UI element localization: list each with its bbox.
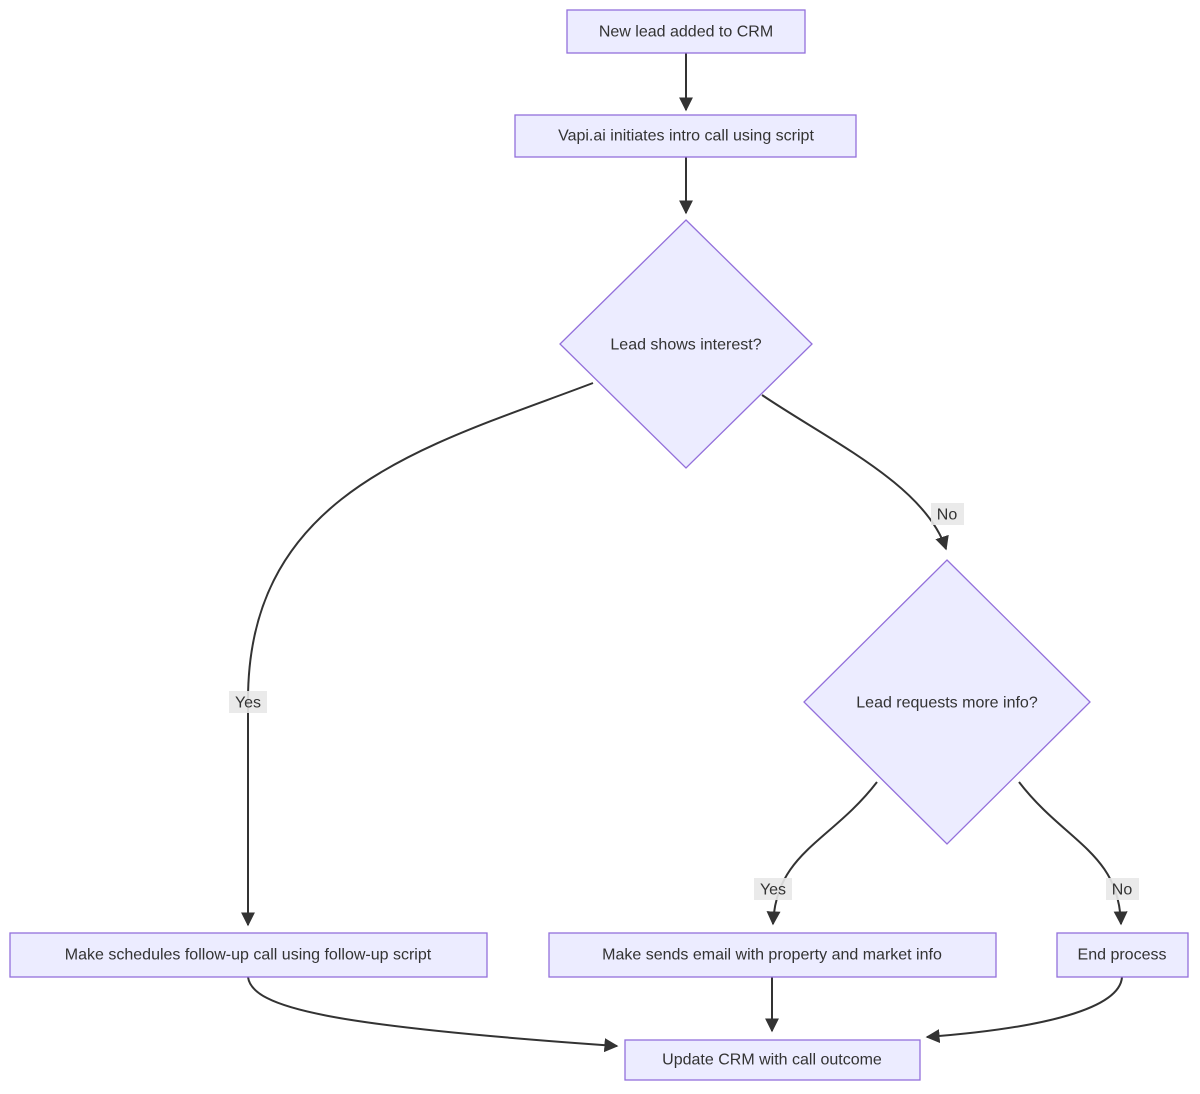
node-label: Make schedules follow-up call using foll… bbox=[65, 947, 432, 964]
node-send-email-info: Make sends email with property and marke… bbox=[548, 932, 997, 978]
node-update-crm-outcome: Update CRM with call outcome bbox=[624, 1039, 921, 1081]
edge-moreinfo-yes-to-email bbox=[766, 781, 878, 926]
edge-label-background bbox=[754, 878, 792, 900]
decision-diamond bbox=[803, 559, 1091, 845]
edge-label-layer: Yes No Yes No bbox=[229, 503, 1139, 900]
edge-label-interest-yes: Yes bbox=[229, 691, 267, 713]
edge-end-to-updatecrm bbox=[925, 976, 1123, 1044]
node-rect bbox=[1056, 932, 1189, 978]
node-label: End process bbox=[1078, 947, 1167, 964]
node-label: Vapi.ai initiates intro call using scrip… bbox=[558, 128, 814, 145]
edge-label-text: No bbox=[1112, 882, 1133, 899]
node-end-process: End process bbox=[1056, 932, 1189, 978]
node-label: Lead requests more info? bbox=[856, 695, 1038, 712]
edge-followup-to-updatecrm bbox=[247, 976, 619, 1053]
edge-moreinfo-no-to-end bbox=[1018, 781, 1128, 926]
edge-label-background bbox=[931, 503, 964, 525]
node-layer: New lead added to CRM Vapi.ai initiates … bbox=[9, 9, 1189, 1081]
edge-label-text: Yes bbox=[235, 695, 261, 712]
edge-interest-no-to-moreinfo bbox=[761, 394, 949, 551]
node-new-lead-added: New lead added to CRM bbox=[566, 9, 806, 54]
node-rect bbox=[624, 1039, 921, 1081]
edge-label-moreinfo-no: No bbox=[1106, 878, 1139, 900]
edge-label-text: Yes bbox=[760, 882, 786, 899]
edge-label-background bbox=[1106, 878, 1139, 900]
edge-label-text: No bbox=[937, 507, 958, 524]
node-rect bbox=[566, 9, 806, 54]
node-rect bbox=[548, 932, 997, 978]
node-label: New lead added to CRM bbox=[599, 24, 773, 41]
decision-diamond bbox=[559, 219, 813, 469]
node-label: Make sends email with property and marke… bbox=[602, 947, 942, 964]
edge-label-interest-no: No bbox=[931, 503, 964, 525]
node-label: Update CRM with call outcome bbox=[662, 1052, 882, 1069]
node-rect bbox=[514, 114, 857, 158]
node-label: Lead shows interest? bbox=[610, 337, 761, 354]
node-schedule-followup-call: Make schedules follow-up call using foll… bbox=[9, 932, 488, 978]
node-vapi-intro-call: Vapi.ai initiates intro call using scrip… bbox=[514, 114, 857, 158]
decision-lead-requests-more-info: Lead requests more info? bbox=[803, 559, 1091, 845]
edge-label-background bbox=[229, 691, 267, 713]
edge-label-moreinfo-yes: Yes bbox=[754, 878, 792, 900]
decision-lead-shows-interest: Lead shows interest? bbox=[559, 219, 813, 469]
edge-layer bbox=[241, 53, 1128, 1053]
edge-interest-yes-to-followup bbox=[241, 382, 594, 927]
node-rect bbox=[9, 932, 488, 978]
